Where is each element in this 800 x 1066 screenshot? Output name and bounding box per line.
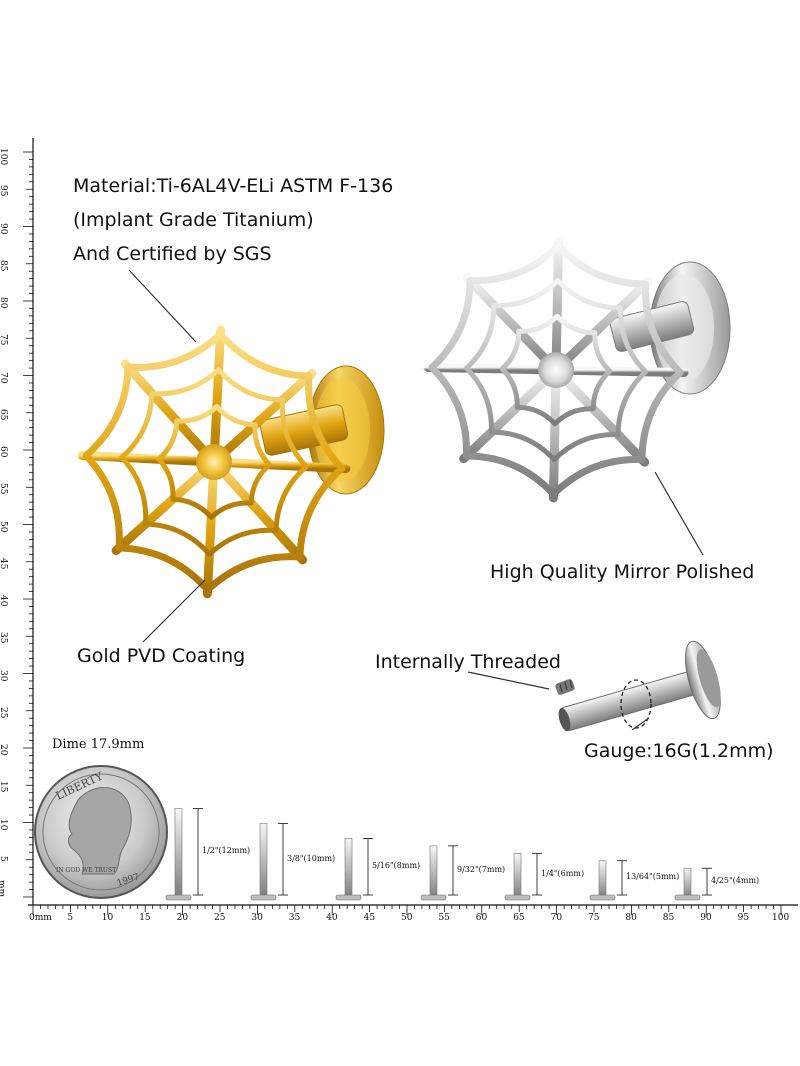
vertical-ruler-label: 65 <box>0 408 8 421</box>
horizontal-ruler-label: 5 <box>67 913 74 923</box>
leader-lines <box>128 269 704 731</box>
labret-post <box>558 640 721 732</box>
dime-caption: Dime 17.9mm <box>52 737 145 752</box>
gauge-leader <box>631 717 650 731</box>
mirror-leader <box>654 471 704 556</box>
vertical-ruler-label: 45 <box>0 557 8 570</box>
horizontal-ruler-label: 40 <box>326 913 338 923</box>
horizontal-ruler-label: 100 <box>772 913 790 923</box>
horizontal-ruler-label: 60 <box>475 913 488 923</box>
dime-motto: IN GOD WE TRUST <box>56 867 116 874</box>
post-length-label: 3/8"(10mm) <box>287 853 336 863</box>
vertical-ruler-label: 75 <box>0 334 8 346</box>
mirror-polished-label: High Quality Mirror Polished <box>490 561 755 583</box>
horizontal-ruler-label: 25 <box>214 913 226 923</box>
vertical-ruler <box>23 138 34 905</box>
labret-post-sample <box>504 852 542 901</box>
labret-post-sample <box>589 860 627 901</box>
vertical-ruler-label: 30 <box>0 669 8 681</box>
vertical-ruler-label: 55 <box>0 483 8 495</box>
post-length-label: 9/32"(7mm) <box>457 864 506 874</box>
horizontal-ruler-label: 35 <box>288 913 301 923</box>
internally-threaded-label: Internally Threaded <box>375 651 561 673</box>
vertical-ruler-label: 40 <box>0 595 8 607</box>
silver-spiderweb-stud <box>423 237 731 503</box>
material-leader <box>128 269 197 343</box>
vertical-ruler-label: 60 <box>0 446 8 458</box>
vertical-ruler-label: 100 <box>0 148 8 166</box>
labret-post-sample <box>250 823 288 901</box>
post-length-label: 4/25"(4mm) <box>711 876 760 886</box>
post-length-label: 5/16"(8mm) <box>372 861 421 871</box>
labret-post-sample <box>335 838 373 901</box>
labret-post-sample <box>420 845 458 901</box>
horizontal-ruler-label: 50 <box>401 913 413 923</box>
horizontal-ruler-label: 70 <box>550 913 563 923</box>
horizontal-ruler-label: 95 <box>737 913 750 923</box>
vertical-ruler-label: 10 <box>0 818 8 830</box>
horizontal-ruler-label: 20 <box>176 913 189 923</box>
vertical-ruler-label: 90 <box>0 222 8 234</box>
post-length-label: 1/4"(6mm) <box>541 868 585 878</box>
threaded-leader <box>467 671 550 690</box>
gauge-label: Gauge:16G(1.2mm) <box>584 740 774 762</box>
labret-post-sample <box>165 808 203 901</box>
gold-spiderweb-stud <box>77 325 385 599</box>
vertical-ruler-label: 35 <box>0 632 8 644</box>
vertical-ruler-label: 80 <box>0 297 8 309</box>
vertical-ruler-label: 15 <box>0 781 8 793</box>
horizontal-ruler-label: 45 <box>363 913 376 923</box>
dime-coin: LIBERTY IN GOD WE TRUST 1997 <box>34 765 168 899</box>
vertical-ruler-label: 20 <box>0 744 8 756</box>
horizontal-ruler-label: 10 <box>101 913 114 923</box>
post-length-label: 1/2"(12mm) <box>202 846 251 856</box>
material-line-3: And Certified by SGS <box>73 243 272 265</box>
ruler-origin-label: 0mm <box>29 913 52 923</box>
horizontal-ruler-label: 85 <box>662 913 675 923</box>
horizontal-ruler-label: 90 <box>700 913 712 923</box>
horizontal-ruler-label: 80 <box>625 913 637 923</box>
horizontal-ruler-label: 75 <box>588 913 600 923</box>
horizontal-ruler-label: 30 <box>251 913 263 923</box>
ruler-unit-label: mm <box>0 880 6 898</box>
horizontal-ruler-label: 65 <box>513 913 525 923</box>
horizontal-ruler-label: 15 <box>139 913 151 923</box>
horizontal-ruler-label: 55 <box>438 913 450 923</box>
post-length-lineup <box>165 808 712 901</box>
vertical-ruler-label: 70 <box>0 371 8 383</box>
vertical-ruler-label: 50 <box>0 520 8 532</box>
gold-coating-label: Gold PVD Coating <box>77 645 246 667</box>
post-length-label: 13/64"(5mm) <box>626 872 680 882</box>
labret-post-sample <box>674 867 712 901</box>
horizontal-ruler <box>28 904 798 915</box>
vertical-ruler-label: 85 <box>0 259 8 272</box>
vertical-ruler-label: 95 <box>0 185 8 197</box>
vertical-ruler-label: 5 <box>0 856 8 862</box>
gold-leader <box>142 579 206 643</box>
thread-insert <box>555 679 575 695</box>
vertical-ruler-label: 25 <box>0 706 8 719</box>
material-line-1: Material:Ti-6AL4V-ELi ASTM F-136 <box>73 175 394 197</box>
material-line-2: (Implant Grade Titanium) <box>73 209 314 231</box>
